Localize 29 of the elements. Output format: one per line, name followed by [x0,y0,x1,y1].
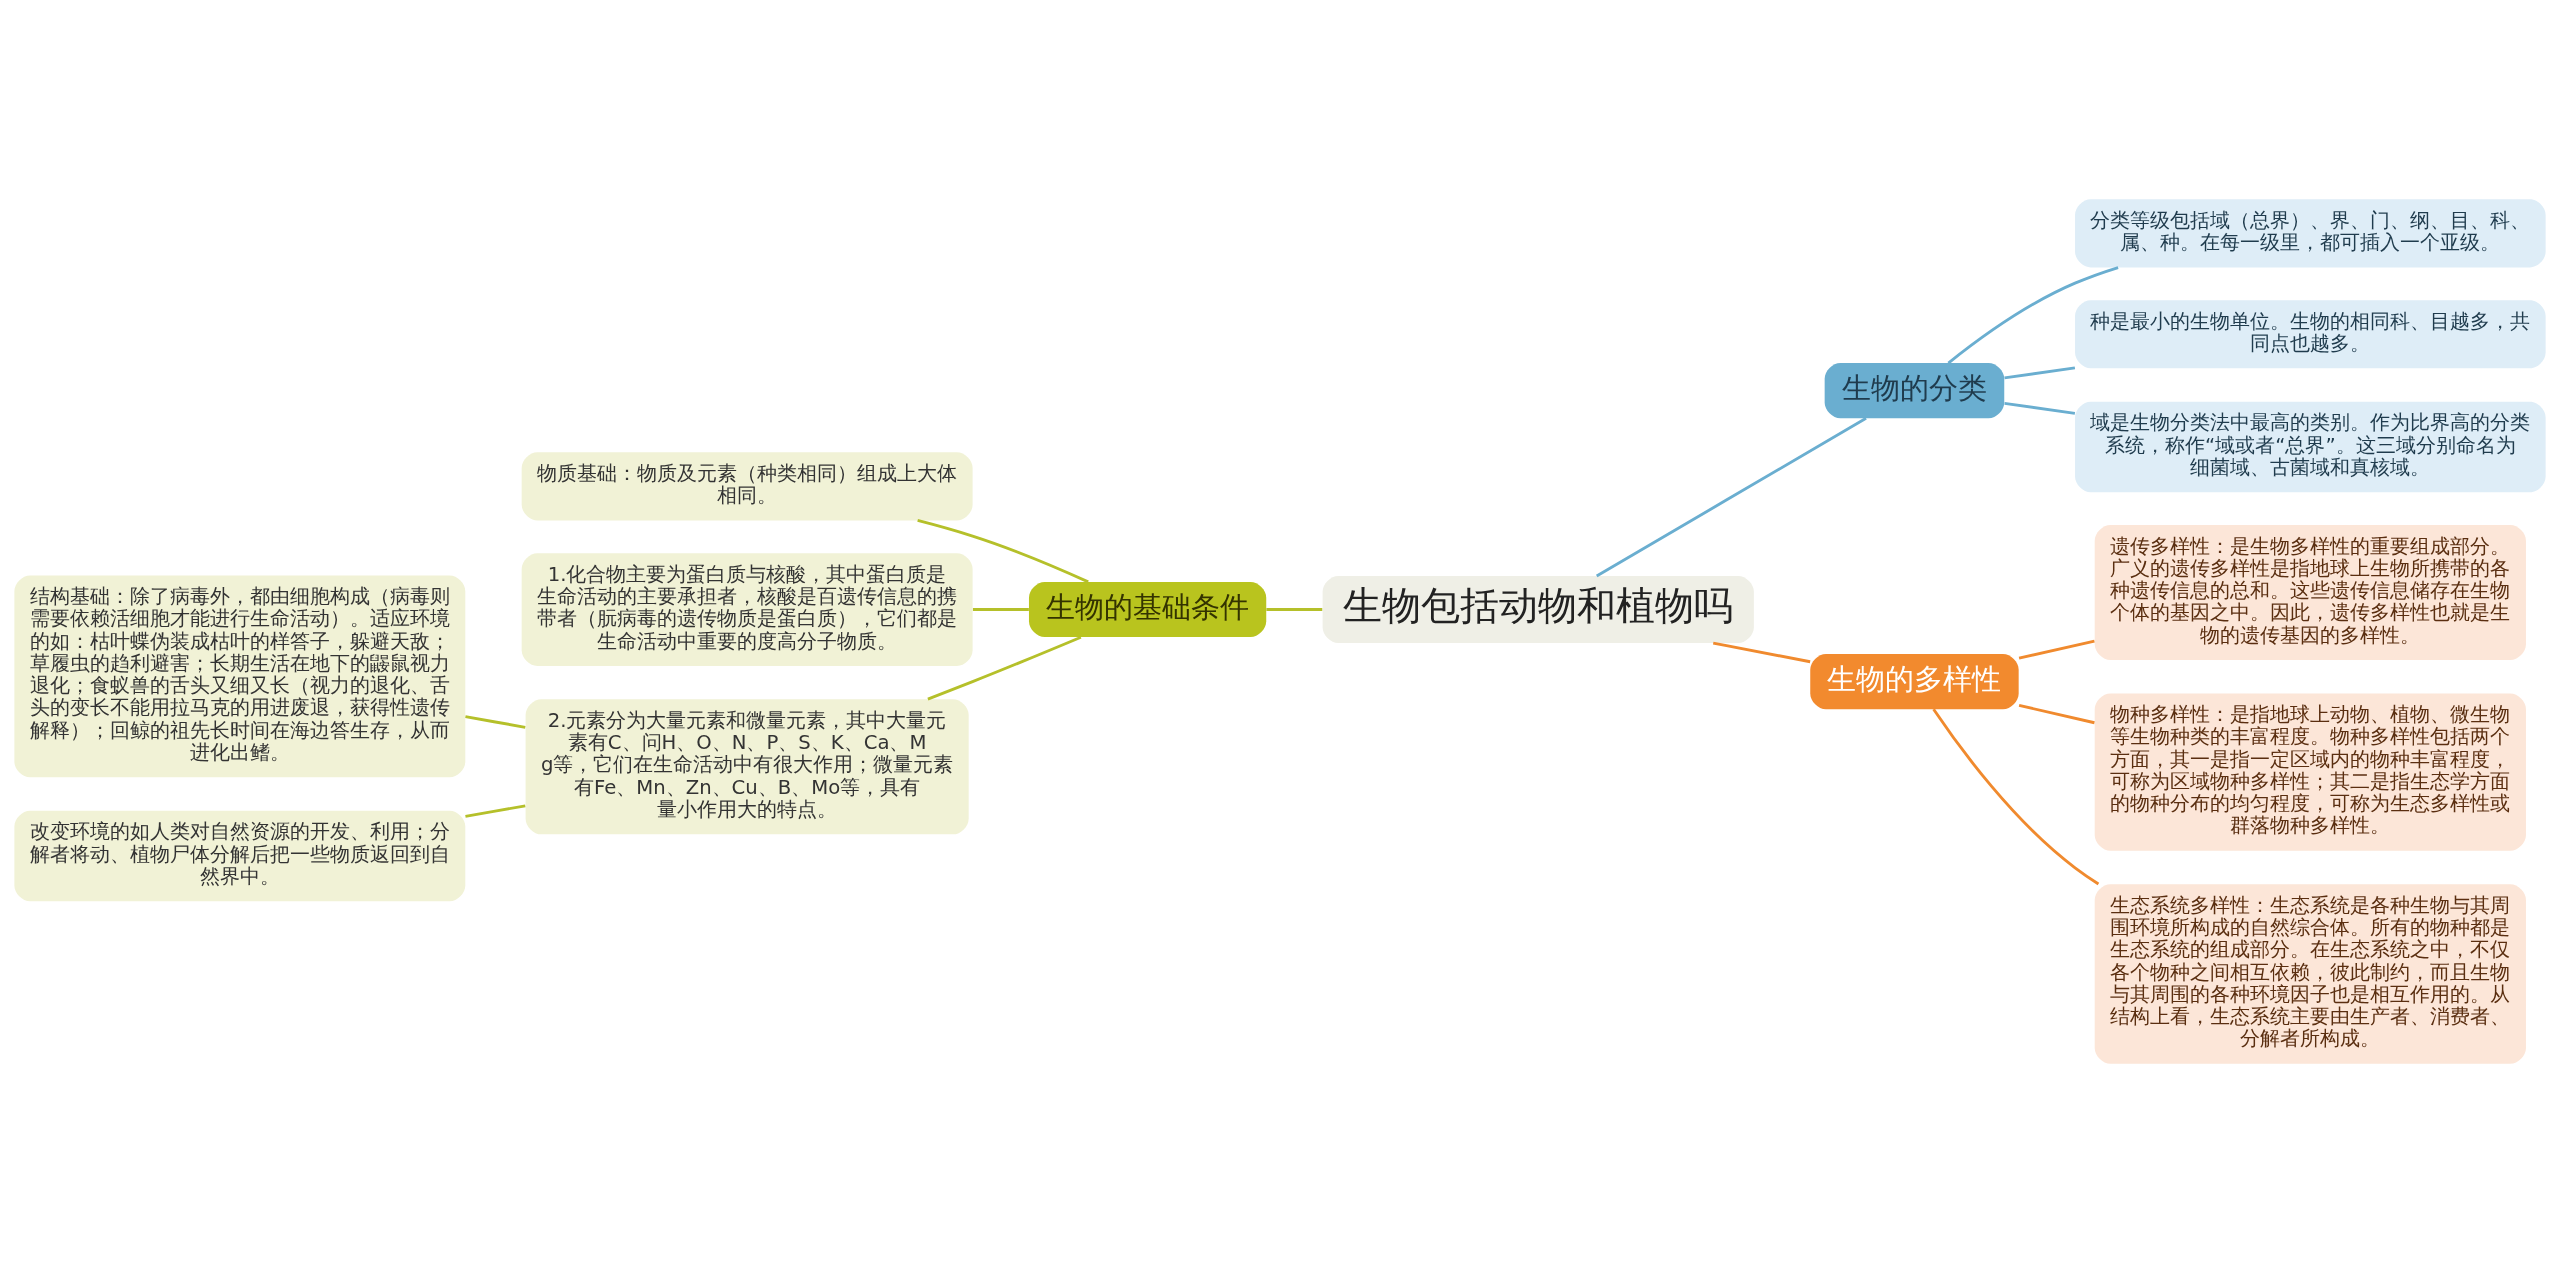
connector [1712,641,1811,664]
node-box: 结构基础：除了病毒外，都由细胞构成（病毒则需要依赖活细胞才能进行生命活动）。适应环境的如：枯叶蝶伪装成枯叶的样答子，躲避天敌；草履虫的趋利避害；长期生活在地下的鼹鼠视力退化；食蚁兽的舌头又细又长（视力的退化、舌头的变长不能用拉马克的用进废退，获得性遗传解释）；回鲸的祖先长时间在海边答生存，从而进化出鳍。 [14,575,466,778]
connector [2004,366,2076,380]
node-box: 域是生物分类法中最高的类别。作为比界高的分类系统，称作“域或者“总界”。这三域分别命名为细菌域、古菌域和真核域。 [2075,401,2546,493]
node-box: 生物包括动物和植物吗 [1322,576,1754,643]
connector [465,715,526,729]
connector [917,519,1089,584]
node-box: 遗传多样性：是生物多样性的重要组成部分。广义的遗传多样性是指地球上生物所携带的各种遗传信息的总和。这些遗传信息储存在生物个体的基因之中。因此，遗传多样性也就是生物的遗传基因的多样性。 [2094,525,2526,660]
node-box: 生物的多样性 [1810,654,2019,710]
connector [1932,708,2100,886]
node-box: 物种多样性：是指地球上动物、植物、微生物等生物种类的丰富程度。物种多样性包括两个方面，其一是指一定区域内的物种丰富程度，可称为区域物种多样性；其二是指生态学方面的物种分布的均匀程度，可称为生态多样性或群落物种多样性。 [2094,693,2526,851]
node-box: 种是最小的生物单位。生物的相同科、目越多，共同点也越多。 [2075,300,2546,369]
connector [1947,266,2119,365]
connector [1266,608,1323,611]
node-box: 生态系统多样性：生态系统是各种生物与其周围环境所构成的自然综合体。所有的物种都是生态系统的组成部分。在生态系统之中，不仅各个物种之间相互依赖，彼此制约，而且生物与其周围的各种环境因子也是相互作用的。从结构上看，生态系统主要由生产者、消费者、分解者所构成。 [2094,884,2526,1064]
connector [927,635,1082,701]
connector [2018,704,2095,725]
connector [2004,401,2076,415]
node-box: 物质基础：物质及元素（种类相同）组成上大体相同。 [521,452,973,521]
node-box: 分类等级包括域（总界）、界、门、纲、目、科、属、种。在每一级里，都可插入一个亚级。 [2075,199,2546,268]
connector [972,608,1029,611]
connector [1595,416,1867,578]
node-box: 改变环境的如人类对自然资源的开发、利用；分解者将动、植物尸体分解后把一些物质返回到自然界中。 [14,810,466,902]
connector [2018,639,2095,660]
node-box: 生物的基础条件 [1028,582,1267,638]
connector [465,804,526,818]
node-box: 1.化合物主要为蛋白质与核酸，其中蛋白质是生命活动的主要承担者，核酸是百遗传信息的携带者（朊病毒的遗传物质是蛋白质），它们都是生命活动中重要的度高分子物质。 [521,553,973,666]
node-box: 2.元素分为大量元素和微量元素，其中大量元素有C、问H、O、N、P、S、K、Ca、Mg等，它们在生命活动中有很大作用；微量元素有Fe、Mn、Zn、Cu、B、Mo等，具有量小作用大的特点。 [525,699,969,835]
node-box: 生物的分类 [1824,363,2005,419]
